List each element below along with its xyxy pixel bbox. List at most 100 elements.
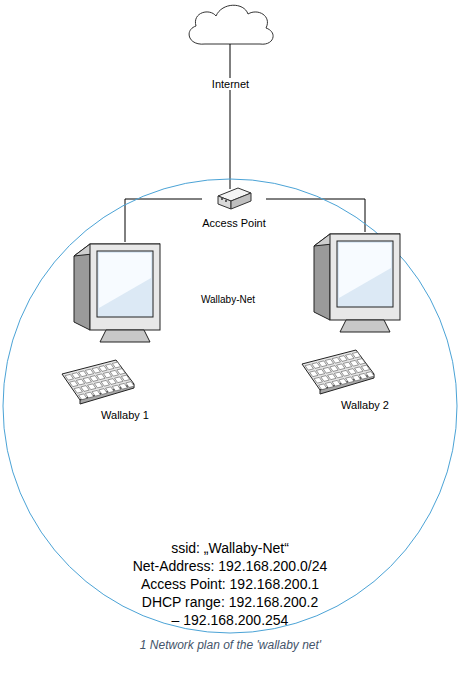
keyboard-key bbox=[325, 359, 333, 365]
keyboard-key bbox=[337, 364, 345, 370]
screen-shine bbox=[99, 253, 151, 308]
keyboard-key bbox=[92, 367, 100, 373]
keyboard-key bbox=[334, 372, 342, 378]
keyboard-key bbox=[99, 389, 107, 395]
keyboard-key bbox=[97, 374, 105, 380]
monitor-stand bbox=[340, 320, 390, 332]
keyboard-key bbox=[323, 367, 331, 373]
internet-wire bbox=[230, 44, 231, 189]
keyboard-key bbox=[81, 386, 89, 392]
monitor-stand bbox=[100, 330, 150, 342]
keyboard-key bbox=[321, 376, 329, 382]
monitor-screen bbox=[337, 241, 393, 307]
ap-led bbox=[221, 198, 223, 200]
keyboard-key bbox=[341, 370, 349, 376]
net-name: Wallaby-Net bbox=[178, 294, 278, 306]
ap-led bbox=[225, 200, 227, 202]
wire-label: Internet bbox=[0, 78, 461, 91]
circle-line bbox=[3, 179, 457, 633]
computer: Wallaby 1 bbox=[58, 238, 170, 422]
figure-caption: 1 Network plan of the 'wallaby net' bbox=[0, 638, 461, 653]
monitor-side bbox=[74, 244, 90, 330]
keyboard-key bbox=[85, 369, 93, 375]
computer-icon bbox=[58, 238, 170, 408]
keyboard-key bbox=[355, 367, 363, 373]
keyboard-key bbox=[76, 379, 84, 385]
keyboard-key bbox=[94, 382, 102, 388]
keyboard-key bbox=[119, 383, 127, 389]
keyboard-key bbox=[357, 359, 365, 365]
info-line: Net-Address: 192.168.200.0/24 bbox=[100, 557, 360, 575]
keyboard-key bbox=[99, 366, 107, 372]
keyboard bbox=[62, 360, 134, 400]
keyboard-key bbox=[65, 374, 73, 380]
network-cable bbox=[125, 199, 202, 242]
keyboard-key bbox=[330, 366, 338, 372]
keyboard-edge bbox=[80, 384, 134, 404]
keyboard-key bbox=[348, 369, 356, 375]
keyboard-key bbox=[310, 371, 318, 377]
screen-shine bbox=[339, 243, 391, 298]
keyboard-key bbox=[325, 382, 333, 388]
keyboard-key bbox=[332, 357, 340, 363]
keyboard-key bbox=[79, 394, 87, 400]
keyboard-key bbox=[112, 385, 120, 391]
network-circle: Wallaby-Net ssid: „Wallaby-Net“Net-Addres… bbox=[2, 178, 458, 634]
computer-label: Wallaby 1 bbox=[80, 408, 170, 422]
keyboard-key bbox=[314, 377, 322, 383]
internet-cloud bbox=[189, 5, 273, 44]
keyboard-key bbox=[332, 380, 340, 386]
monitor-bezel bbox=[330, 234, 400, 320]
access-point-icon bbox=[214, 184, 254, 214]
keyboard-key bbox=[115, 377, 123, 383]
monitor-screen bbox=[97, 251, 153, 317]
keyboard-key bbox=[121, 375, 129, 381]
ap-side bbox=[231, 193, 251, 209]
keyboard-key bbox=[352, 352, 360, 358]
ap-front bbox=[218, 196, 231, 209]
keyboard-key bbox=[319, 384, 327, 390]
keyboard-key bbox=[112, 362, 120, 368]
keyboard-key bbox=[126, 382, 134, 388]
computer-group bbox=[62, 244, 160, 404]
wire-label-text: Internet bbox=[210, 78, 251, 90]
keyboard-key bbox=[83, 377, 91, 383]
keyboard-key bbox=[79, 371, 87, 377]
keyboard-key bbox=[74, 387, 82, 393]
computer-group bbox=[302, 234, 400, 394]
keyboard-key bbox=[319, 361, 327, 367]
keyboard-key bbox=[343, 362, 351, 368]
keyboard-key bbox=[350, 360, 358, 366]
keyboard-key bbox=[106, 387, 114, 393]
keyboard-key bbox=[328, 374, 336, 380]
keyboard-edge bbox=[320, 374, 374, 394]
keyboard-key bbox=[108, 379, 116, 385]
computer-icon bbox=[298, 228, 410, 398]
keyboard-key bbox=[117, 369, 125, 375]
keyboard-key bbox=[70, 381, 78, 387]
keyboard-key bbox=[346, 354, 354, 360]
computer-label: Wallaby 2 bbox=[320, 398, 410, 412]
keyboard-key bbox=[88, 384, 96, 390]
keyboard-key bbox=[90, 376, 98, 382]
keyboard-key bbox=[312, 363, 320, 369]
keyboard-key bbox=[361, 365, 369, 371]
info-line: DHCP range: 192.168.200.2 – 192.168.200.… bbox=[100, 593, 360, 629]
keyboard-key bbox=[101, 380, 109, 386]
keyboard-key bbox=[92, 390, 100, 396]
info-block: ssid: „Wallaby-Net“Net-Address: 192.168.… bbox=[100, 539, 360, 629]
monitor-side bbox=[314, 234, 330, 320]
keyboard-key bbox=[339, 379, 347, 385]
keyboard-key bbox=[346, 377, 354, 383]
keyboard-key bbox=[72, 373, 80, 379]
computer: Wallaby 2 bbox=[298, 228, 410, 412]
monitor-bezel bbox=[90, 244, 160, 330]
keyboard-key bbox=[359, 373, 367, 379]
keyboard-key bbox=[305, 364, 313, 370]
keyboard-key bbox=[103, 372, 111, 378]
keyboard-key bbox=[352, 375, 360, 381]
info-line: Access Point: 192.168.200.1 bbox=[100, 575, 360, 593]
keyboard-key bbox=[110, 370, 118, 376]
access-point: Access Point bbox=[180, 184, 288, 230]
keyboard-key bbox=[366, 372, 374, 378]
